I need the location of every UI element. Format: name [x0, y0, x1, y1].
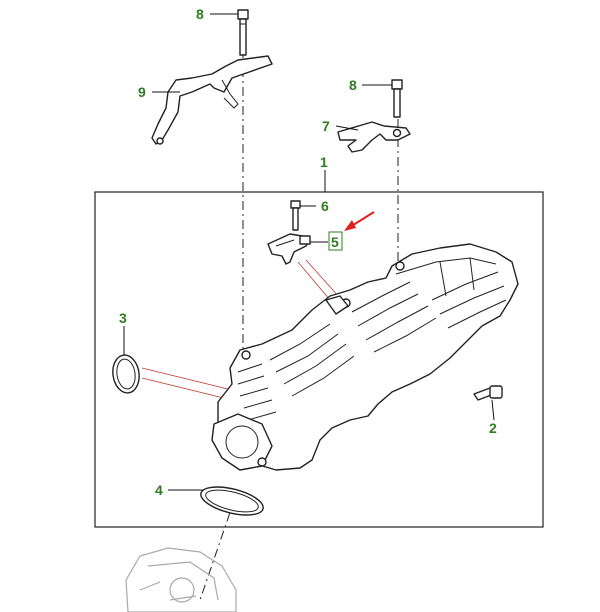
bolt-8-right	[391, 79, 403, 118]
bolt-8-top	[237, 9, 249, 56]
bolt-2	[473, 385, 503, 401]
highlight-arrow-icon	[344, 211, 375, 231]
assembly-frame	[94, 191, 544, 528]
callout-5-highlight	[328, 231, 343, 251]
screw-6	[290, 200, 301, 231]
throttle-body-ghost	[125, 547, 237, 612]
sensor-5	[267, 233, 311, 265]
intake-manifold	[211, 243, 519, 471]
o-ring-3	[112, 354, 140, 394]
callout-3: 3	[119, 310, 127, 326]
gasket-4	[200, 486, 264, 516]
callout-5: 5	[331, 234, 339, 250]
callout-2: 2	[489, 420, 497, 436]
callout-9: 9	[138, 84, 146, 100]
callout-4: 4	[155, 482, 163, 498]
callout-8-right: 8	[349, 77, 357, 93]
callout-7: 7	[322, 118, 330, 134]
callouts: 8 9 8 7 1 6 5 3 2 4	[119, 6, 497, 498]
leader-lines	[123, 13, 495, 491]
association-lines	[141, 259, 341, 403]
callout-8-top: 8	[196, 6, 204, 22]
bracket-7	[337, 121, 411, 153]
callout-1: 1	[320, 154, 328, 170]
callout-6: 6	[321, 198, 329, 214]
bracket-9	[151, 55, 273, 145]
